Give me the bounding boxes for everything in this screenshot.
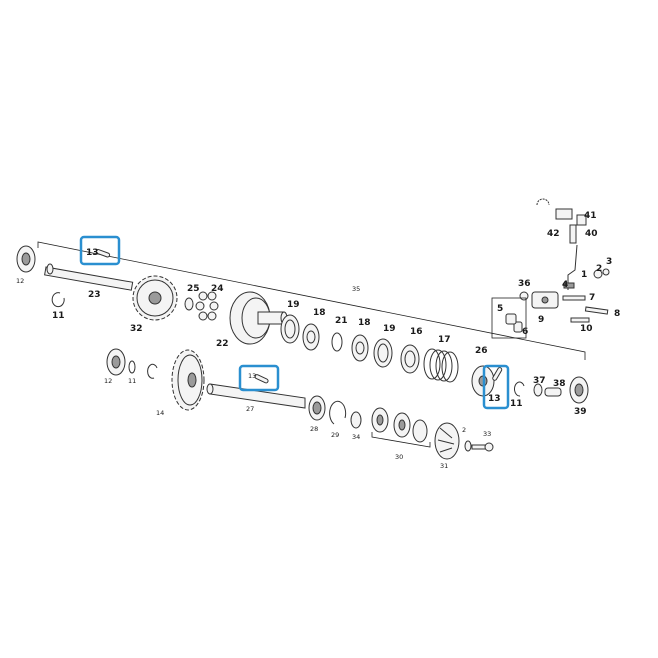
highlight-box-13-middle	[238, 364, 280, 392]
label-33: 33	[483, 430, 491, 438]
washer-18-a	[302, 323, 320, 351]
label-18a: 18	[313, 308, 326, 318]
label-12-bottom: 12	[104, 377, 112, 385]
impeller-31	[434, 422, 460, 460]
part-6	[513, 321, 523, 333]
label-39: 39	[574, 407, 587, 417]
bolt-7	[562, 295, 586, 301]
circlip-11-lower-b	[147, 363, 158, 379]
label-16: 16	[410, 327, 423, 337]
circlip-11-top	[51, 292, 65, 308]
label-29: 29	[331, 431, 339, 439]
bolt-10	[570, 317, 590, 323]
linkage-assembly	[536, 198, 610, 290]
label-11-top: 11	[52, 311, 65, 321]
label-19a: 19	[287, 300, 300, 310]
bearing-39	[569, 376, 589, 404]
ring-11-lower-a	[128, 360, 136, 374]
ring-21	[331, 332, 343, 352]
circlip-11-right	[514, 381, 525, 397]
label-24: 24	[211, 284, 224, 294]
label-3: 3	[606, 257, 612, 267]
label-35: 35	[352, 285, 360, 293]
bracket-9	[531, 291, 559, 309]
label-1: 1	[581, 270, 587, 280]
bolt-8	[584, 306, 609, 315]
bearing-19-a	[280, 314, 300, 344]
washer-2-lower	[464, 440, 472, 452]
label-23: 23	[88, 290, 101, 300]
seal-group-30	[371, 407, 428, 443]
box-5-1	[491, 297, 527, 339]
label-7: 7	[589, 293, 595, 303]
gear-32	[132, 275, 178, 321]
label-37: 37	[533, 376, 546, 386]
highlight-box-13-right	[482, 364, 510, 410]
label-10: 10	[580, 324, 593, 334]
housing-22	[229, 291, 288, 345]
spring-17	[423, 348, 459, 383]
label-18b: 18	[358, 318, 371, 328]
label-9: 9	[538, 315, 544, 325]
highlight-box-13-top	[79, 235, 121, 266]
pin-13-right	[492, 367, 503, 381]
bearing-28	[308, 395, 326, 421]
bearing-12-top	[16, 245, 36, 273]
label-26: 26	[475, 346, 488, 356]
rollers-24	[195, 291, 219, 321]
label-34: 34	[352, 433, 360, 441]
label-30: 30	[395, 453, 403, 461]
label-42: 42	[547, 229, 560, 239]
label-11-lower: 11	[128, 377, 136, 385]
assembly-bracket-35	[37, 241, 586, 360]
label-36: 36	[518, 279, 531, 289]
label-31: 31	[440, 462, 448, 470]
label-13-middle: 13	[248, 372, 256, 380]
label-11-right: 11	[510, 399, 523, 409]
label-38: 38	[553, 379, 566, 389]
label-27: 27	[246, 405, 254, 413]
label-22: 22	[216, 339, 229, 349]
label-41: 41	[584, 211, 597, 221]
bearing-19-b	[373, 338, 393, 368]
label-17: 17	[438, 335, 451, 345]
washer-18-b	[351, 334, 369, 362]
seal-34	[350, 411, 362, 429]
label-25: 25	[187, 284, 200, 294]
part-36	[519, 291, 529, 301]
sleeve-37	[533, 383, 543, 397]
assembly-bracket-30	[371, 432, 431, 448]
pin-13-middle	[254, 374, 269, 384]
label-13-top: 13	[86, 248, 99, 258]
label-40: 40	[585, 229, 598, 239]
bearing-12-bottom	[106, 348, 126, 376]
label-14: 14	[156, 409, 164, 417]
screw-33	[471, 442, 494, 452]
label-6: 6	[522, 327, 528, 337]
label-28: 28	[310, 425, 318, 433]
shaft-23	[44, 263, 134, 291]
label-8: 8	[614, 309, 620, 319]
spacer-16	[400, 344, 420, 374]
label-13-right: 13	[488, 394, 501, 404]
label-2b: 2	[462, 426, 466, 434]
washer-25	[184, 297, 194, 311]
label-5: 5	[497, 304, 503, 314]
label-12-top: 12	[16, 277, 24, 285]
label-4: 4	[562, 280, 568, 290]
label-19b: 19	[383, 324, 396, 334]
pin-13-top	[95, 249, 111, 258]
circlip-29	[329, 400, 347, 425]
shaft-27	[206, 383, 306, 409]
label-21: 21	[335, 316, 348, 326]
pin-38	[544, 387, 562, 397]
label-32: 32	[130, 324, 143, 334]
label-2: 2	[596, 264, 602, 274]
gear-14	[171, 349, 205, 411]
